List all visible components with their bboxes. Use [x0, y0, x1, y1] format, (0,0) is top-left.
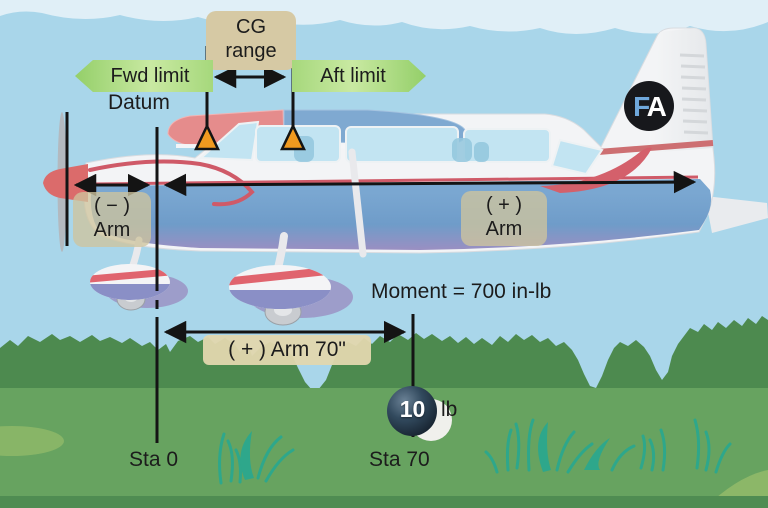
grass-bottom-strip [0, 496, 768, 508]
negative-arm-label: ( − ) Arm [73, 192, 151, 247]
seat-silhouettes [294, 136, 489, 162]
fin-base-red-stripe [597, 140, 714, 155]
horizontal-stabilizer [705, 196, 768, 233]
window-pane [345, 126, 459, 163]
wing-strut [348, 148, 367, 258]
weight-unit-label: lb [441, 398, 458, 421]
station-0-label: Sta 0 [129, 448, 179, 471]
grass-tufts [218, 418, 732, 485]
main-wheel-fairing [229, 265, 353, 326]
tail-logo-circle [624, 81, 674, 131]
negative-arm-line1: ( − ) [93, 195, 131, 217]
aft-limit-marker [280, 123, 306, 151]
cg-range-line2: range [225, 40, 277, 63]
cg-limit-markers [194, 123, 306, 151]
negative-arm-line2: Arm [93, 219, 131, 242]
weight-value-label: 10 [399, 396, 426, 422]
aft-limit-label: Aft limit [292, 60, 426, 92]
cloud-band [0, 0, 768, 34]
station-70-label: Sta 70 [369, 448, 430, 471]
cowl-red-trim [88, 159, 255, 207]
wheel-pant-blue [90, 284, 170, 300]
cg-range-line1: CG [236, 16, 266, 38]
fwd-limit-marker [194, 123, 220, 151]
cg-range-label: CG range [206, 11, 296, 70]
fwd-limit-text: Fwd limit [110, 64, 190, 87]
positive-arm-70-text: ( + ) Arm 70" [228, 338, 346, 361]
grass-field [0, 388, 768, 508]
airplane: FA [43, 27, 768, 326]
wheel-pant-blue [229, 290, 331, 309]
aft-limit-text: Aft limit [320, 64, 386, 87]
grass-highlight [0, 426, 64, 456]
tail-logo-text: FA [633, 91, 667, 122]
positive-arm-arrow [163, 170, 697, 197]
weight-ball [387, 386, 437, 436]
annotations [65, 46, 697, 443]
moment-equation-label: Moment = 700 in-lb [371, 280, 552, 303]
fwd-limit-label: Fwd limit [75, 60, 213, 92]
wheel-pant-red-stripe [90, 268, 170, 283]
positive-arm-line2: Arm [485, 218, 523, 241]
wheel-pant-red-stripe [229, 266, 331, 286]
windshield [198, 120, 260, 162]
nose-wheel-fairing [90, 264, 188, 311]
positive-arm-label: ( + ) Arm [461, 191, 547, 246]
tail-logo-letter-a: A [647, 91, 667, 122]
rudder-ribs [679, 53, 709, 135]
positive-arm-70-label: ( + ) Arm 70" [203, 335, 371, 365]
datum-label: Datum [108, 91, 170, 114]
bushes [0, 316, 768, 400]
positive-arm-line1: ( + ) [485, 194, 523, 216]
